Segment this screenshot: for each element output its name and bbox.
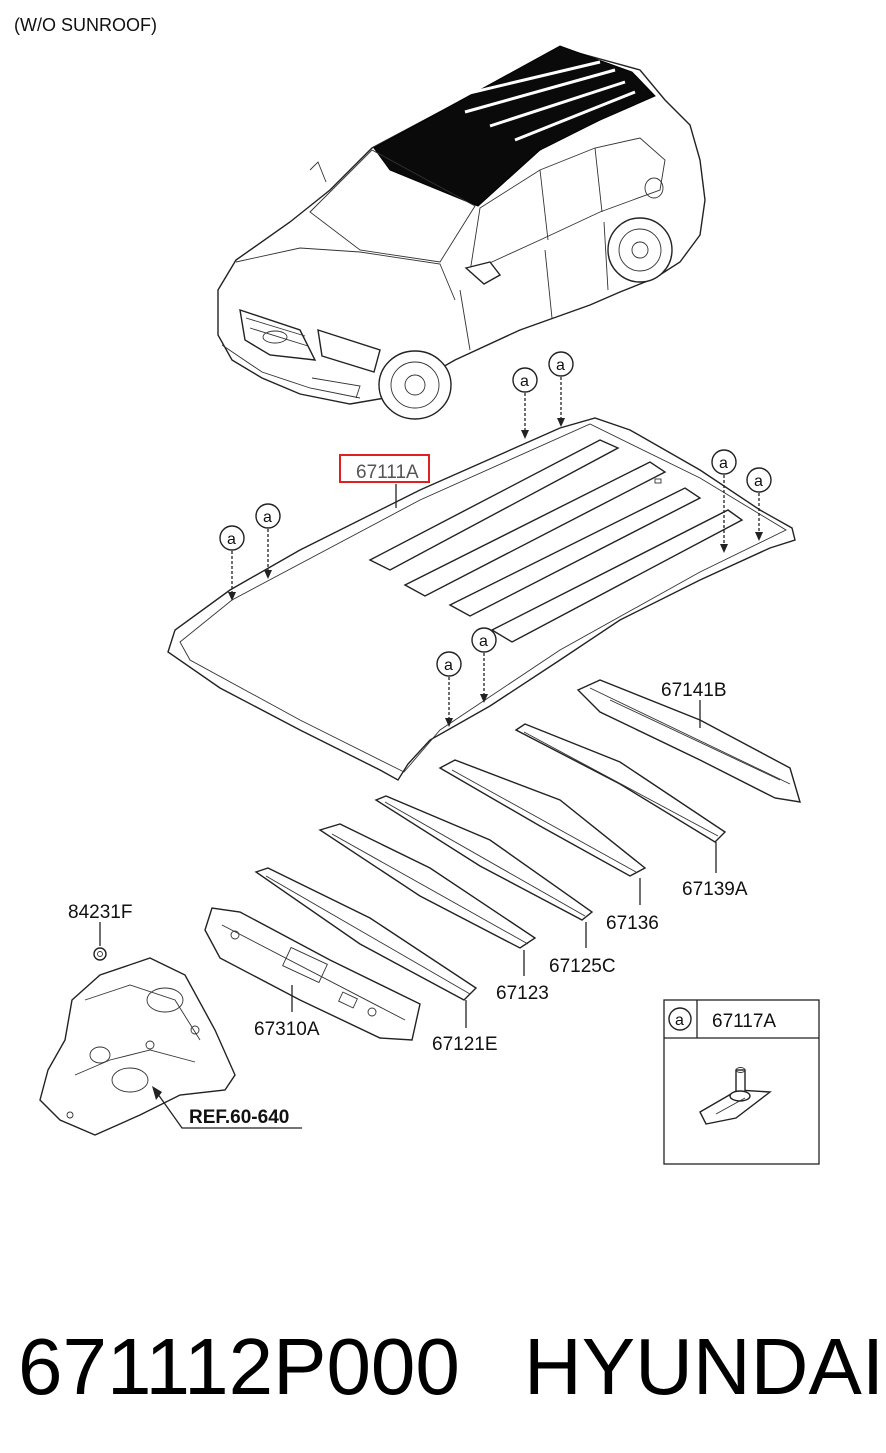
label-67123: 67123 — [496, 983, 549, 1004]
highlight-box — [339, 454, 430, 483]
fastener-illustration — [699, 1067, 772, 1125]
label-84231F: 84231F — [68, 902, 132, 923]
svg-text:a: a — [444, 657, 453, 674]
reference-group: REF.60-640 — [152, 1086, 302, 1129]
callout-7: a — [436, 651, 462, 727]
legend-part: 67117A — [712, 1011, 776, 1032]
svg-text:a: a — [520, 373, 529, 390]
callout-5: a — [711, 449, 737, 553]
label-67121E: 67121E — [432, 1034, 498, 1055]
footer-part-number: 671112P000 — [18, 1322, 460, 1411]
header-note: (W/O SUNROOF) — [14, 15, 157, 35]
legend-box: a 67117A — [663, 999, 820, 1165]
svg-text:a: a — [556, 357, 565, 374]
label-67136: 67136 — [606, 913, 659, 934]
svg-text:a: a — [479, 633, 488, 650]
svg-text:a: a — [227, 531, 236, 548]
callout-3: a — [512, 367, 538, 439]
pillar-assembly — [39, 947, 236, 1136]
label-67141B: 67141B — [661, 680, 727, 701]
label-67139A: 67139A — [682, 879, 748, 900]
callout-1: a — [219, 525, 245, 601]
legend-symbol: a — [675, 1012, 684, 1029]
callout-4: a — [548, 351, 574, 427]
roof-rails — [204, 679, 801, 1041]
svg-text:a: a — [719, 455, 728, 472]
main-part-label-group: 67111A — [339, 454, 430, 508]
main-part-label: 67111A — [356, 462, 419, 483]
reference-label: REF.60-640 — [189, 1107, 289, 1128]
callout-8: a — [471, 627, 497, 703]
callout-2: a — [255, 503, 281, 579]
car-illustration — [217, 45, 706, 420]
leader-lines — [99, 700, 717, 1028]
svg-text:a: a — [263, 509, 272, 526]
roof-panel — [167, 417, 796, 781]
label-67125C: 67125C — [549, 956, 616, 977]
callouts: a a a a a a — [219, 351, 772, 727]
callout-6: a — [746, 467, 772, 541]
footer-brand: HYUNDAI — [524, 1322, 884, 1411]
svg-text:a: a — [754, 473, 763, 490]
label-67310A: 67310A — [254, 1019, 320, 1040]
